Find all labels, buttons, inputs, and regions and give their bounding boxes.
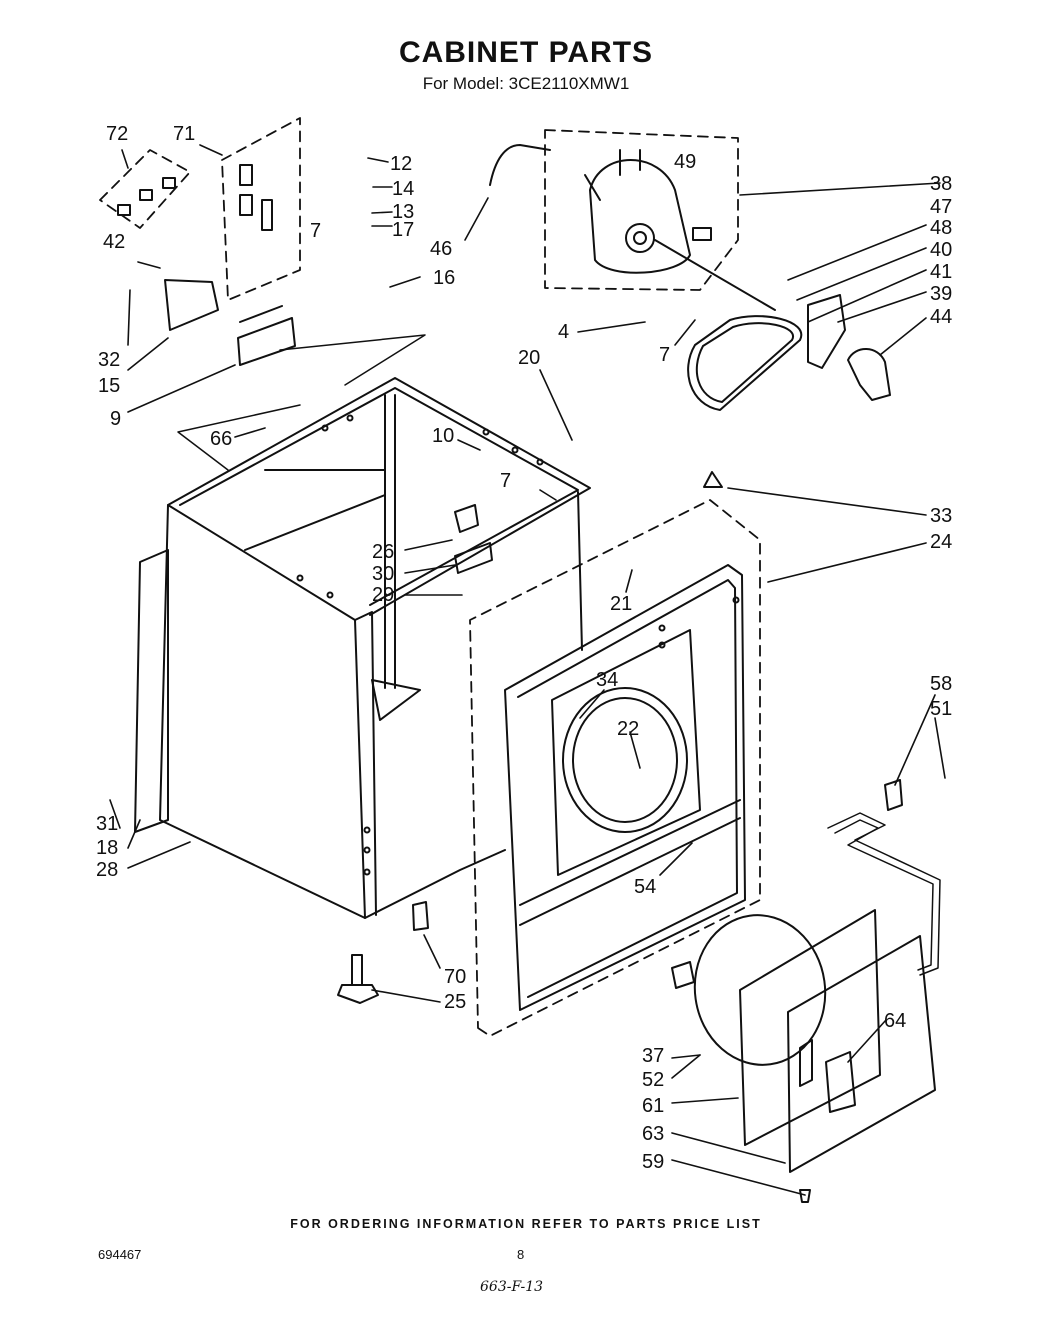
callout-21: 21 xyxy=(610,593,632,615)
hose xyxy=(489,144,551,186)
door-catch xyxy=(412,901,429,931)
callout-29: 29 xyxy=(372,584,394,606)
bracket-30 xyxy=(454,542,493,574)
wire-harness-right xyxy=(827,812,941,976)
callout-70: 70 xyxy=(444,966,466,988)
callout-41: 41 xyxy=(930,261,952,283)
callout-47: 47 xyxy=(930,196,952,218)
callout-46: 46 xyxy=(430,238,452,260)
leader-lines xyxy=(109,144,946,1196)
hinge-bracket xyxy=(884,779,903,811)
callout-48: 48 xyxy=(930,217,952,239)
callout-25: 25 xyxy=(444,991,466,1013)
callout-58: 58 xyxy=(930,673,952,695)
callout-59: 59 xyxy=(642,1151,664,1173)
motor-assembly xyxy=(544,129,776,311)
callout-38: 38 xyxy=(930,173,952,195)
callout-24: 24 xyxy=(930,531,952,553)
callout-17: 17 xyxy=(392,219,414,241)
leveling-leg xyxy=(337,954,379,1004)
model-subtitle: For Model: 3CE2110XMW1 xyxy=(422,74,630,93)
wire-harness xyxy=(177,334,426,471)
callout-31: 31 xyxy=(96,813,118,835)
door-gasket xyxy=(693,914,827,1066)
inner-door xyxy=(739,909,881,1146)
callout-labels: 72 71 12 14 13 17 49 38 47 48 40 41 39 4… xyxy=(96,123,952,1173)
cabinet-body xyxy=(159,377,591,919)
callout-64: 64 xyxy=(884,1010,906,1032)
door-strike xyxy=(671,961,695,989)
callout-22: 22 xyxy=(617,718,639,740)
callout-4: 4 xyxy=(558,321,569,343)
callout-72: 72 xyxy=(106,123,128,145)
callout-10: 10 xyxy=(432,425,454,447)
callout-18: 18 xyxy=(96,837,118,859)
page-number: 8 xyxy=(517,1247,525,1262)
callout-37: 37 xyxy=(642,1045,664,1067)
callout-71: 71 xyxy=(173,123,195,145)
front-panel-outline xyxy=(469,499,761,1037)
callout-9: 9 xyxy=(110,408,121,430)
callout-7-motor: 7 xyxy=(659,344,670,366)
callout-20: 20 xyxy=(518,347,540,369)
callout-39: 39 xyxy=(930,283,952,305)
callout-16: 16 xyxy=(433,267,455,289)
callout-14: 14 xyxy=(392,178,414,200)
door-handle xyxy=(825,1051,856,1113)
handwritten-code: 663-F-13 xyxy=(480,1279,544,1295)
callout-12: 12 xyxy=(390,153,412,175)
idler-pulley xyxy=(847,348,891,401)
callout-34: 34 xyxy=(596,669,618,691)
callout-54: 54 xyxy=(634,876,656,898)
bracket-26 xyxy=(454,504,479,533)
callout-52: 52 xyxy=(642,1069,664,1091)
callout-7-cabinet: 7 xyxy=(500,470,511,492)
callout-33: 33 xyxy=(930,505,952,527)
side-rail xyxy=(134,549,169,833)
callout-7-upper: 7 xyxy=(310,220,321,242)
outer-door xyxy=(787,935,936,1173)
callout-32: 32 xyxy=(98,349,120,371)
callout-66: 66 xyxy=(210,428,232,450)
document-number: 694467 xyxy=(98,1247,142,1262)
page-title: CABINET PARTS xyxy=(398,36,654,69)
callout-61: 61 xyxy=(642,1095,664,1117)
callout-26: 26 xyxy=(372,541,394,563)
callout-13: 13 xyxy=(392,201,414,223)
control-bracket xyxy=(99,117,301,366)
glide-33 xyxy=(703,471,723,488)
callout-40: 40 xyxy=(930,239,952,261)
callout-42: 42 xyxy=(103,231,125,253)
callout-49: 49 xyxy=(674,151,696,173)
ordering-note: FOR ORDERING INFORMATION REFER TO PARTS … xyxy=(290,1217,762,1231)
callout-28: 28 xyxy=(96,859,118,881)
drive-belt xyxy=(687,315,803,411)
front-panel xyxy=(504,564,746,1011)
callout-15: 15 xyxy=(98,375,120,397)
callout-63: 63 xyxy=(642,1123,664,1145)
screw-59 xyxy=(799,1189,811,1203)
callout-51: 51 xyxy=(930,698,952,720)
idler-bracket xyxy=(807,294,846,369)
callout-44: 44 xyxy=(930,306,952,328)
callout-30: 30 xyxy=(372,563,394,585)
